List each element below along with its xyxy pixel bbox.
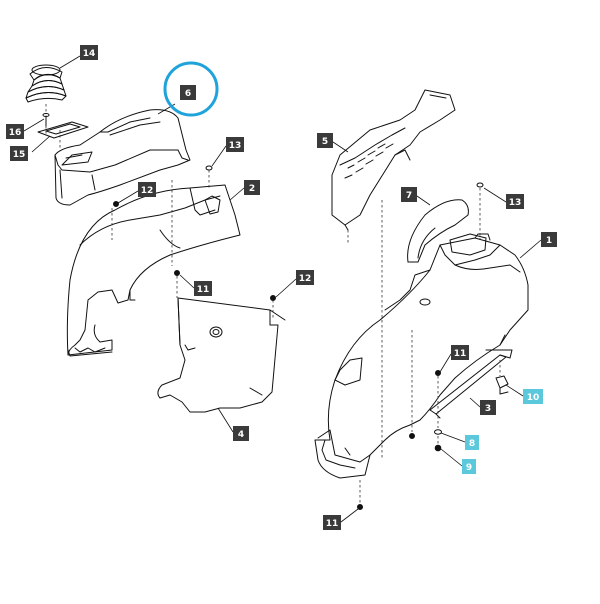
callout-4: 4 <box>233 426 249 441</box>
callout-2: 2 <box>244 180 260 195</box>
callout-13a-text: 13 <box>229 141 242 151</box>
part-6-console-cover <box>54 109 191 206</box>
part-5-top-cover <box>331 89 456 231</box>
fastener-13-right <box>476 182 484 188</box>
callout-4-text: 4 <box>238 430 244 440</box>
callout-2-text: 2 <box>249 184 255 194</box>
callout-15-text: 15 <box>13 150 26 160</box>
callout-5: 5 <box>317 133 333 148</box>
leader-lines <box>23 55 542 523</box>
callout-11c: 11 <box>323 515 341 530</box>
callout-3-text: 3 <box>485 404 491 414</box>
callout-13a: 13 <box>226 137 244 152</box>
callout-8: 8 <box>465 435 479 450</box>
part-15-gasket <box>37 121 89 139</box>
fastener-11-bottom <box>357 504 363 510</box>
callout-11a: 11 <box>194 281 212 296</box>
callout-9-text: 9 <box>466 463 472 473</box>
callout-11b: 11 <box>451 345 469 360</box>
part-2-fender <box>66 184 241 357</box>
fastener-11-low <box>409 433 415 439</box>
part-14-boot <box>25 64 67 103</box>
part-4-lower-panel <box>157 297 286 413</box>
callout-13b-text: 13 <box>509 198 522 208</box>
callout-7: 7 <box>401 187 417 202</box>
callout-14-text: 14 <box>83 49 96 59</box>
callout-12b-text: 12 <box>299 274 312 284</box>
fastener-12-mid <box>270 295 276 301</box>
callout-11b-text: 11 <box>454 349 467 359</box>
callout-6-text: 6 <box>185 89 191 99</box>
fastener-13-left <box>205 165 213 171</box>
callout-10-text: 10 <box>527 393 540 403</box>
callout-3: 3 <box>480 400 496 415</box>
callout-15: 15 <box>10 146 28 161</box>
callout-11a-text: 11 <box>197 285 210 295</box>
fastener-11-left <box>174 270 180 276</box>
callout-1-text: 1 <box>546 236 552 246</box>
fastener-11-right <box>435 370 441 376</box>
fastener-12-left <box>113 201 119 207</box>
callout-12a-text: 12 <box>141 186 154 196</box>
part-7-handle <box>407 199 469 263</box>
callout-6: 6 <box>180 85 196 100</box>
callout-12b: 12 <box>296 270 314 285</box>
washer-8 <box>434 429 442 435</box>
callout-9: 9 <box>462 459 476 474</box>
callout-13b: 13 <box>506 194 524 209</box>
callout-16-text: 16 <box>9 128 22 138</box>
callout-7-text: 7 <box>406 191 412 201</box>
callout-1: 1 <box>541 232 557 247</box>
callout-14: 14 <box>80 45 98 60</box>
highlight-circle <box>163 61 219 117</box>
callout-5-text: 5 <box>322 137 328 147</box>
part-10-clip <box>495 375 509 395</box>
assembly-lines <box>45 104 501 503</box>
callout-10: 10 <box>523 389 543 404</box>
part-16-screw <box>42 113 50 127</box>
callout-12a: 12 <box>138 182 156 197</box>
callout-16: 16 <box>6 124 24 139</box>
callout-8-text: 8 <box>469 439 475 449</box>
part-1-main-fender <box>314 233 529 479</box>
callout-11c-text: 11 <box>326 519 339 529</box>
nut-9 <box>434 444 442 452</box>
